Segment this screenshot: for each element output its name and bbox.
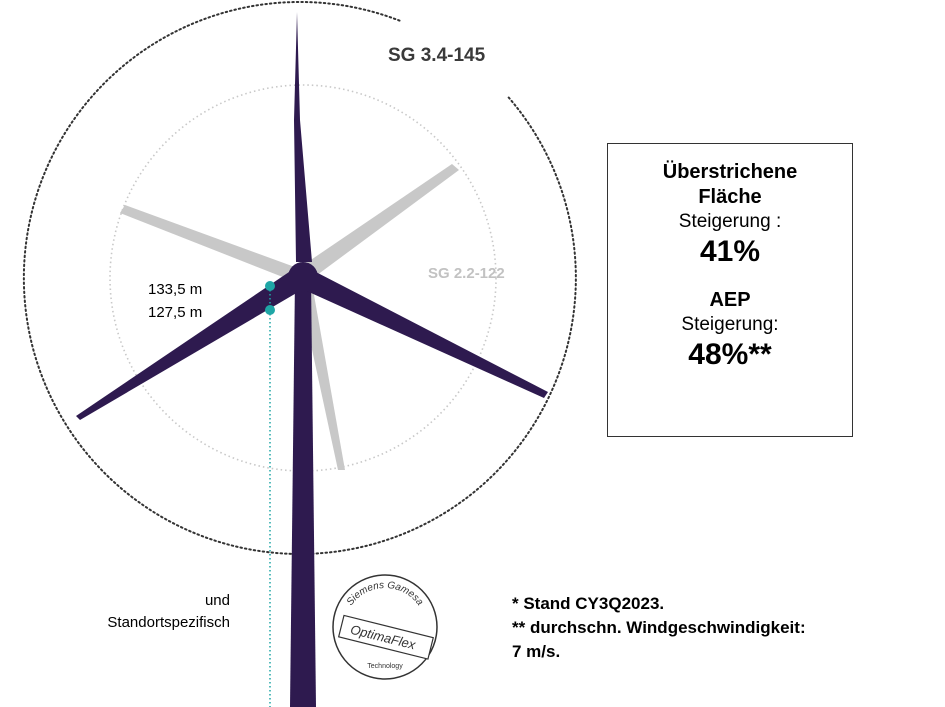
old-blade-left [120,205,303,283]
height-marker-large [265,281,275,291]
swept-area-title-line1: Überstrichene [662,161,798,183]
swept-area-label: Steigerung : [678,211,782,232]
side-note-line1: und [204,592,230,609]
footnotes: * Stand CY3Q2023. ** durchschn. Windgesc… [512,592,806,664]
blade-up [294,12,312,262]
aep-value: 48%** [688,338,772,371]
height-marker-small [265,305,275,315]
blade-right [300,270,548,398]
old-blade-right [299,164,459,281]
footnote-line2: ** durchschn. Windgeschwindigkeit: [512,618,806,637]
gain-info-box: Überstrichene Fläche Steigerung : 41% AE… [607,143,853,437]
aep-label: Steigerung: [681,314,779,335]
swept-area-title-line2: Fläche [698,186,762,208]
rotor-circle-large [22,1,577,555]
blade-left [76,270,305,420]
rotor-circle-small [109,84,497,472]
footnote-line1: * Stand CY3Q2023. [512,594,665,613]
tower [290,278,316,707]
optimaflex-badge: Siemens Gamesa OptimaFlex Technology [332,574,438,680]
footnote-line3: 7 m/s. [512,642,561,661]
aep-title: AEP [709,289,751,311]
new-turbine-blades [76,12,548,420]
badge-ribbon [337,614,434,660]
badge-bottom-text: Technology [367,663,403,670]
side-note-line2: Standortspezifisch [107,614,230,631]
swept-area-value: 41% [699,235,761,268]
hub [288,262,318,292]
model-label-large: SG 3.4-145 [388,45,486,66]
hub-height-small-label: 127,5 m [148,304,203,321]
hub-height-large-label: 133,5 m [148,281,203,298]
model-label-small: SG 2.2-122 [428,265,505,282]
